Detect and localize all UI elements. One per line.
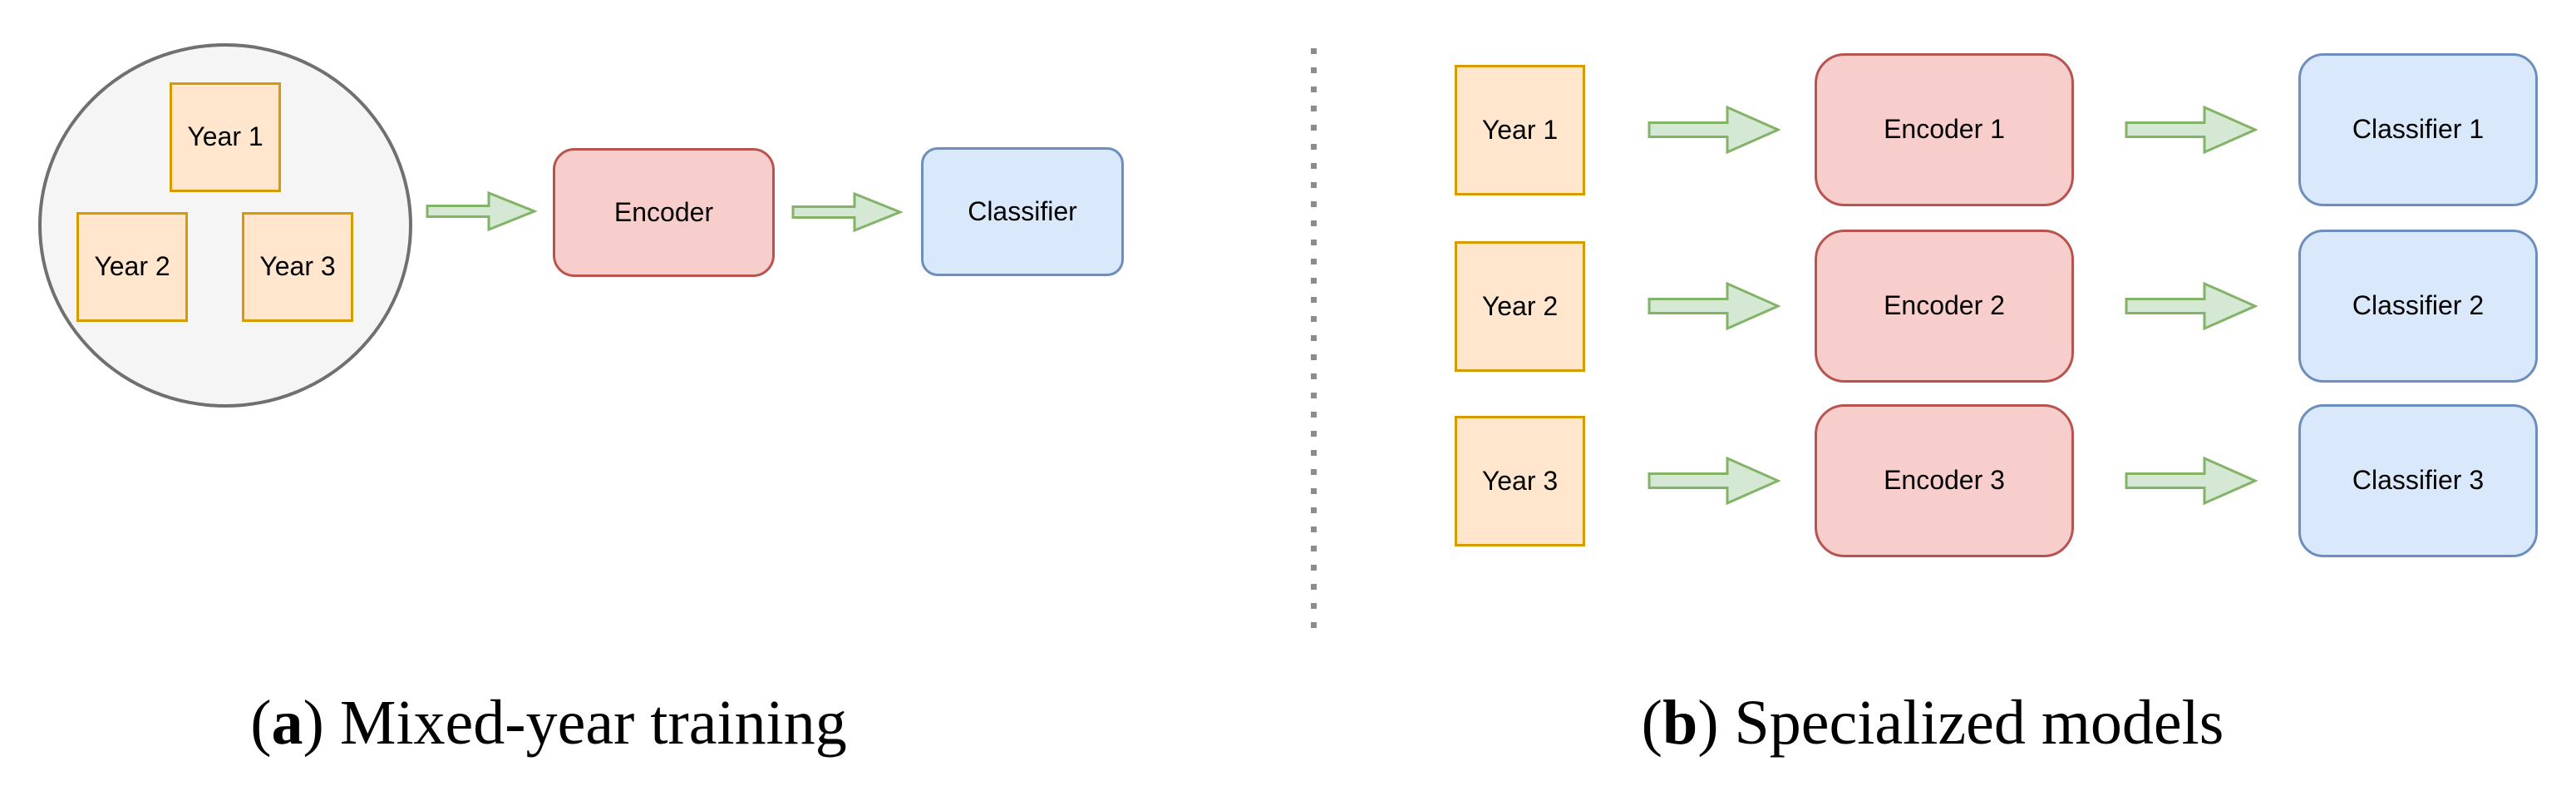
flow-arrow-icon: [426, 191, 537, 231]
year-box-label: Year 3: [1481, 465, 1559, 496]
caption-text: ) Mixed-year training: [303, 688, 847, 758]
classifier-box-label: Classifier: [968, 195, 1077, 226]
year-box: Year 1: [1455, 65, 1585, 195]
caption-letter: a: [271, 688, 303, 758]
caption-letter: b: [1662, 688, 1698, 758]
year-box: Year 2: [76, 212, 188, 322]
flow-arrow-icon: [2125, 456, 2258, 506]
caption-paren: (: [250, 688, 272, 758]
panel-divider: [1311, 48, 1317, 637]
encoder-box-label: Encoder 3: [1884, 465, 2005, 496]
year-box: Year 3: [242, 212, 353, 322]
flow-arrow-icon: [791, 192, 903, 232]
classifier-box: Classifier 3: [2298, 404, 2538, 557]
year-box-label: Year 1: [1481, 114, 1559, 145]
flow-arrow-icon: [2125, 105, 2258, 155]
year-box-label: Year 2: [94, 251, 170, 282]
classifier-box: Classifier 1: [2298, 53, 2538, 206]
flow-arrow-icon: [1648, 456, 1781, 506]
year-box: Year 3: [1455, 416, 1585, 546]
panel-a-caption: (a) Mixed-year training: [250, 687, 847, 759]
classifier-box-label: Classifier 1: [2352, 114, 2485, 145]
panel-b-caption: (b) Specialized models: [1642, 687, 2224, 759]
encoder-box: Encoder 1: [1815, 53, 2074, 206]
year-box: Year 1: [170, 82, 281, 192]
caption-paren: (: [1641, 688, 1662, 758]
year-box-label: Year 2: [1481, 290, 1559, 321]
year-box-label: Year 1: [187, 121, 264, 152]
flow-arrow-icon: [2125, 281, 2258, 331]
flow-arrow-icon: [1648, 105, 1781, 155]
encoder-box-label: Encoder 2: [1884, 290, 2005, 321]
year-box: Year 2: [1455, 241, 1585, 372]
classifier-box: Classifier: [921, 147, 1124, 276]
classifier-box: Classifier 2: [2298, 230, 2538, 383]
classifier-box-label: Classifier 2: [2352, 290, 2485, 321]
encoder-box-label: Encoder: [613, 196, 714, 227]
caption-text: ) Specialized models: [1697, 688, 2224, 758]
year-box-label: Year 3: [259, 251, 336, 282]
flow-arrow-icon: [1648, 281, 1781, 331]
encoder-box: Encoder 2: [1815, 230, 2074, 383]
encoder-box: Encoder 3: [1815, 404, 2074, 557]
encoder-box: Encoder: [553, 148, 775, 277]
encoder-box-label: Encoder 1: [1884, 114, 2005, 145]
classifier-box-label: Classifier 3: [2352, 465, 2485, 496]
